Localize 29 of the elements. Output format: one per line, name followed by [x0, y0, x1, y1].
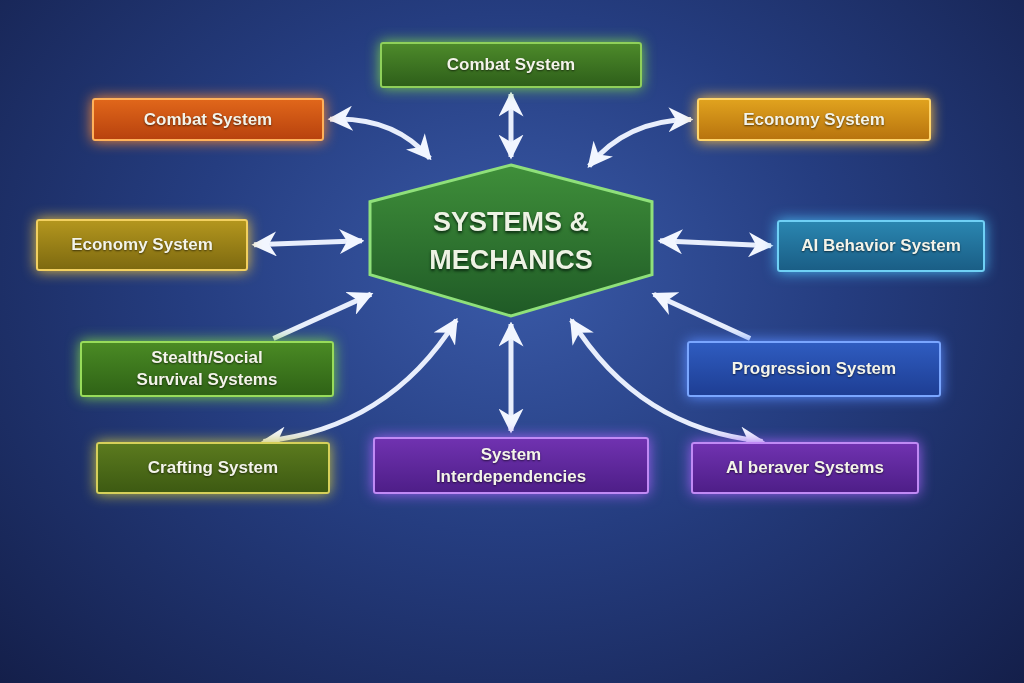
box-label: Crafting System — [147, 457, 279, 479]
system-box — [373, 437, 649, 494]
system-box — [777, 220, 985, 272]
hub-title: SYSTEMS & MECHANICS — [428, 205, 594, 277]
double-arrow — [498, 321, 524, 434]
system-box — [697, 98, 931, 141]
double-arrow — [272, 291, 374, 341]
box-label: Economy System — [743, 108, 885, 131]
double-arrow — [651, 291, 752, 341]
system-box — [687, 341, 941, 397]
system-box — [36, 219, 248, 271]
double-arrow — [587, 107, 694, 168]
box-label: Combat System — [446, 54, 576, 76]
box-label: AI beraver Systems — [726, 457, 884, 479]
box-label: AI Behavior System — [801, 235, 961, 257]
system-box — [691, 442, 919, 494]
system-box — [92, 98, 324, 141]
system-box — [96, 442, 330, 494]
system-box — [80, 341, 334, 397]
box-label: Stealth/Social Survival Systems — [135, 347, 279, 391]
double-arrow — [251, 229, 365, 257]
system-box — [380, 42, 642, 88]
double-arrow — [498, 91, 524, 160]
box-label: Progression System — [731, 358, 897, 380]
box-label: Combat System — [143, 108, 273, 131]
box-label: Economy System — [71, 234, 213, 256]
box-label: System Interdependencies — [434, 443, 588, 488]
double-arrow — [327, 106, 432, 161]
double-arrow — [657, 229, 774, 258]
